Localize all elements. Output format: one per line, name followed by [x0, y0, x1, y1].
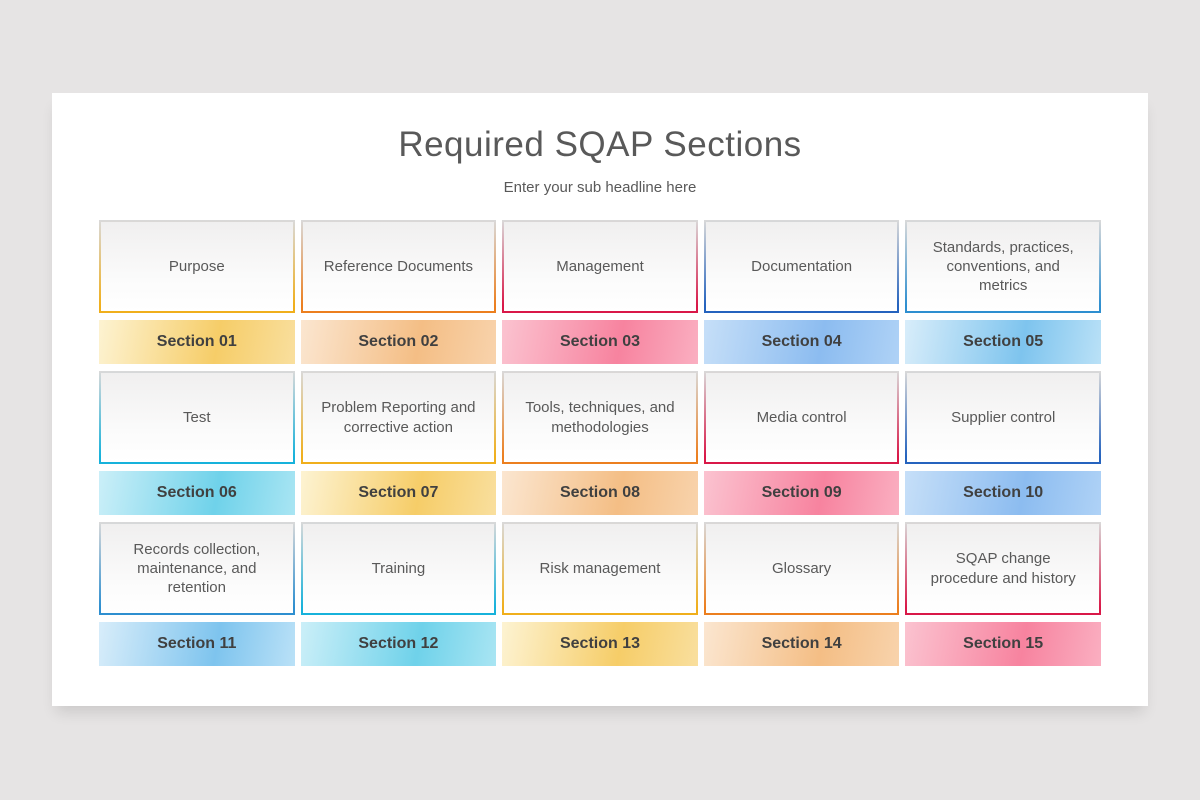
card-topic-label: Risk management [539, 559, 661, 577]
section-number-label: Section 04 [761, 333, 842, 350]
section-number-label: Section 12 [358, 635, 439, 652]
section-number-label: Section 03 [559, 333, 640, 350]
card-topic-box-inner: Training [302, 524, 495, 613]
section-card: Glossary Section 14 [703, 522, 900, 666]
section-number-band: Section 12 [300, 622, 497, 666]
card-topic-box: Documentation [703, 220, 900, 313]
section-number-label: Section 11 [157, 635, 237, 652]
card-topic-box: Test [99, 371, 295, 464]
card-topic-box: Supplier control [905, 371, 1101, 464]
section-number-band: Section 13 [502, 622, 698, 666]
section-number-band: Section 01 [99, 320, 295, 364]
section-number-band: Section 04 [703, 320, 900, 364]
card-topic-box: Standards, practices, conventions, and m… [905, 220, 1101, 313]
section-card: Test Section 06 [99, 371, 295, 515]
section-number-label: Section 14 [761, 635, 842, 652]
section-number-band: Section 07 [300, 471, 497, 515]
section-card: Training Section 12 [300, 522, 497, 666]
section-number-label: Section 08 [559, 484, 640, 501]
section-number-band: Section 02 [300, 320, 497, 364]
section-card: Records collection, maintenance, and ret… [99, 522, 295, 666]
card-topic-box-inner: Media control [705, 373, 898, 462]
card-topic-box-inner: Documentation [705, 222, 898, 311]
card-topic-box: Reference Documents [300, 220, 497, 313]
card-topic-box: Training [300, 522, 497, 615]
card-topic-box-inner: Glossary [705, 524, 898, 613]
card-topic-box-inner: Records collection, maintenance, and ret… [101, 524, 293, 613]
card-topic-label: SQAP change procedure and history [930, 550, 1076, 587]
card-topic-box: Purpose [99, 220, 295, 313]
card-topic-box-inner: Risk management [504, 524, 696, 613]
card-topic-label: Supplier control [951, 408, 1056, 426]
card-topic-box: Records collection, maintenance, and ret… [99, 522, 295, 615]
section-card: Problem Reporting and corrective action … [300, 371, 497, 515]
card-topic-box-inner: Problem Reporting and corrective action [302, 373, 495, 462]
slide: Required SQAP Sections Enter your sub he… [52, 93, 1148, 706]
card-topic-box: Risk management [502, 522, 698, 615]
card-topic-label: Media control [756, 408, 847, 426]
card-topic-box: Tools, techniques, and methodologies [502, 371, 698, 464]
section-number-band: Section 11 [99, 622, 295, 666]
section-card: Supplier control Section 10 [905, 371, 1101, 515]
card-topic-label: Training [371, 559, 426, 577]
card-topic-label: Reference Documents [323, 257, 474, 275]
card-topic-box: Management [502, 220, 698, 313]
card-topic-label: Glossary [772, 559, 832, 577]
card-topic-box-inner: Test [101, 373, 293, 462]
card-topic-box-inner: Reference Documents [302, 222, 495, 311]
section-number-label: Section 13 [559, 635, 640, 652]
section-card: Tools, techniques, and methodologies Sec… [502, 371, 698, 515]
section-number-band: Section 08 [502, 471, 698, 515]
section-number-label: Section 02 [358, 333, 439, 350]
section-number-label: Section 15 [963, 635, 1044, 652]
card-topic-label: Management [556, 257, 644, 275]
card-topic-label: Standards, practices, conventions, and m… [932, 238, 1074, 295]
card-topic-box-inner: Management [504, 222, 696, 311]
section-card: Media control Section 09 [703, 371, 900, 515]
section-card: Standards, practices, conventions, and m… [905, 220, 1101, 364]
section-card: Management Section 03 [502, 220, 698, 364]
section-card: SQAP change procedure and history Sectio… [905, 522, 1101, 666]
section-number-band: Section 05 [905, 320, 1101, 364]
section-number-band: Section 15 [905, 622, 1101, 666]
card-topic-label: Documentation [751, 257, 853, 275]
section-card: Purpose Section 01 [99, 220, 295, 364]
section-number-label: Section 07 [358, 484, 439, 501]
sections-grid: Purpose Section 01 Reference Documents S… [99, 220, 1101, 666]
section-card: Documentation Section 04 [703, 220, 900, 364]
card-topic-label: Records collection, maintenance, and ret… [133, 540, 261, 597]
card-topic-box-inner: Supplier control [907, 373, 1099, 462]
section-card: Risk management Section 13 [502, 522, 698, 666]
card-topic-label: Test [183, 408, 211, 426]
section-number-band: Section 09 [703, 471, 900, 515]
page-subtitle: Enter your sub headline here [503, 179, 697, 196]
card-topic-label: Purpose [168, 257, 225, 275]
section-number-band: Section 14 [703, 622, 900, 666]
card-topic-box: Glossary [703, 522, 900, 615]
section-number-label: Section 10 [963, 484, 1044, 501]
page-title: Required SQAP Sections [398, 125, 802, 164]
section-number-label: Section 06 [156, 484, 237, 501]
card-topic-box: SQAP change procedure and history [905, 522, 1101, 615]
card-topic-box-inner: Tools, techniques, and methodologies [504, 373, 696, 462]
card-topic-box-inner: Standards, practices, conventions, and m… [907, 222, 1099, 311]
card-topic-label: Tools, techniques, and methodologies [525, 399, 675, 436]
section-number-band: Section 06 [99, 471, 295, 515]
card-topic-box: Problem Reporting and corrective action [300, 371, 497, 464]
card-topic-box-inner: Purpose [101, 222, 293, 311]
section-number-label: Section 09 [761, 484, 842, 501]
card-topic-box-inner: SQAP change procedure and history [907, 524, 1099, 613]
section-card: Reference Documents Section 02 [300, 220, 497, 364]
section-number-band: Section 10 [905, 471, 1101, 515]
card-topic-box: Media control [703, 371, 900, 464]
section-number-band: Section 03 [502, 320, 698, 364]
card-topic-label: Problem Reporting and corrective action [321, 399, 476, 436]
section-number-label: Section 05 [963, 333, 1044, 350]
section-number-label: Section 01 [156, 333, 237, 350]
